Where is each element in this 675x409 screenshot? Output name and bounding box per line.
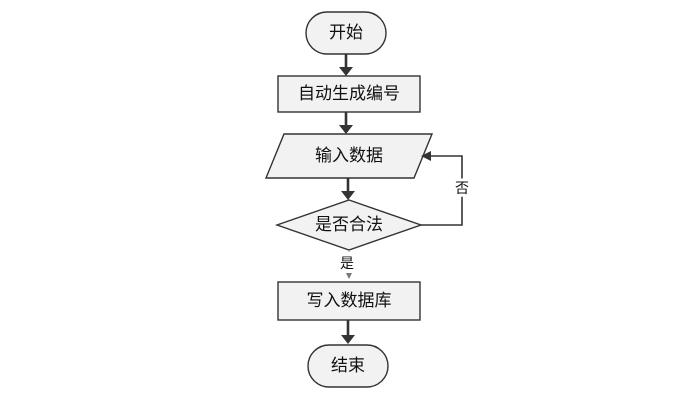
- arrow-no-loop-to-input: [421, 151, 463, 226]
- auto-number-label: 自动生成编号: [298, 84, 400, 104]
- arrow-write-db-to-end: [341, 320, 355, 344]
- auto-number-node: 自动生成编号: [277, 75, 421, 113]
- arrow-input-to-decision: [341, 178, 355, 200]
- end-node: 结束: [307, 344, 389, 388]
- no-edge-label: 否: [455, 181, 469, 197]
- is-valid-node: 是否合法: [274, 199, 424, 251]
- arrow-start-to-auto-number: [339, 54, 353, 76]
- end-label: 结束: [331, 356, 365, 376]
- start-node: 开始: [305, 11, 387, 55]
- input-data-label: 输入数据: [315, 146, 383, 166]
- write-db-node: 写入数据库: [277, 281, 421, 321]
- start-label: 开始: [329, 23, 363, 43]
- write-db-label: 写入数据库: [307, 291, 392, 311]
- is-valid-label: 是否合法: [315, 215, 383, 235]
- arrow-yes-to-write-db: [346, 250, 352, 279]
- arrow-auto-number-to-input: [339, 112, 353, 134]
- input-data-node: 输入数据: [264, 133, 434, 179]
- yes-edge-label: 是: [340, 256, 354, 272]
